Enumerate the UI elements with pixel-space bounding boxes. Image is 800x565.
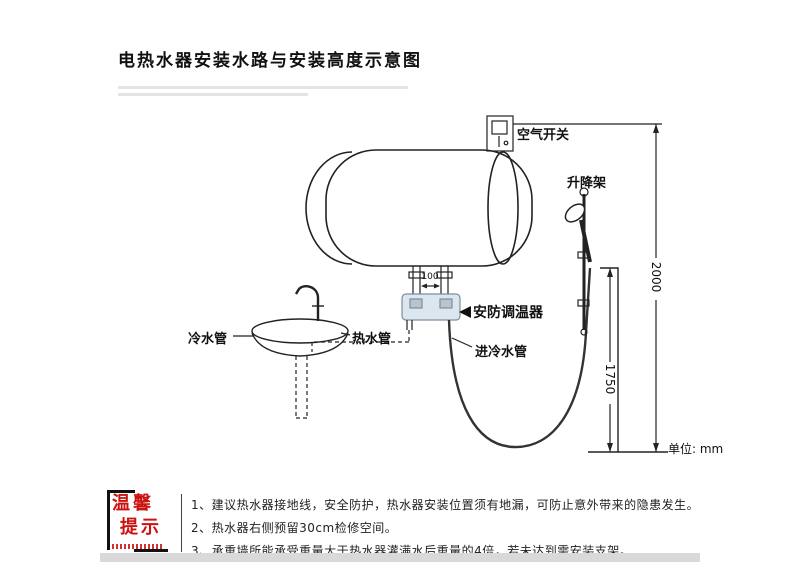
- washbasin: [251, 285, 349, 357]
- tips-badge-line1: 温馨: [112, 493, 154, 514]
- badge-frame-bottom: [134, 549, 168, 552]
- thermostat-valve: [401, 293, 461, 321]
- unit-label: 单位: mm: [668, 442, 724, 456]
- tips-badge: 温馨 提示: [112, 492, 174, 554]
- shower-slide-bar: [577, 187, 590, 336]
- shower-hose: [447, 267, 592, 449]
- air-switch-icon: [486, 115, 514, 152]
- thermostat-label: 安防调温器: [473, 305, 543, 321]
- footer-bar: [100, 553, 700, 562]
- wall-and-floor-lines: [588, 267, 668, 453]
- dimension-arrows-2000: [653, 124, 659, 452]
- tips-badge-caption: [112, 543, 164, 549]
- thermostat-pointer-arrow: [459, 306, 471, 318]
- watermark-line: [118, 93, 308, 96]
- water-heater-tank: [305, 149, 533, 267]
- cold-pipe-label: 冷水管: [188, 332, 228, 347]
- height-dim-1750-label: 1750: [603, 363, 617, 395]
- label-leader-lines: [233, 332, 473, 348]
- basin-drain-dashed: [295, 356, 308, 419]
- lift-bracket-label: 升降架: [567, 176, 607, 191]
- dimension-arrows-1750: [607, 268, 613, 452]
- tip-item-2: 2、热水器右侧预留30cm检修空间。: [191, 521, 398, 535]
- inlet-cold-pipe-label: 进冷水管: [475, 345, 528, 360]
- pipe-spacing-dim-label: 100: [421, 272, 439, 282]
- hot-water-pipe-dashed: [311, 320, 413, 352]
- pipe-spacing-arrows: [421, 283, 440, 289]
- watermark-line: [118, 86, 408, 89]
- hand-shower: [564, 203, 592, 263]
- tip-item-1: 1、建议热水器接地线，安全防护，热水器安装位置须有地漏，可防止意外带来的隐患发生…: [191, 498, 700, 512]
- tips-badge-line2: 提示: [120, 517, 162, 539]
- tips-divider: [181, 494, 182, 552]
- page-title: 电热水器安装水路与安装高度示意图: [118, 51, 422, 71]
- air-switch-label: 空气开关: [517, 128, 570, 143]
- height-dim-2000-label: 2000: [649, 261, 663, 293]
- badge-frame-left: [107, 490, 110, 550]
- badge-frame-top: [107, 490, 135, 493]
- hot-pipe-label: 热水管: [352, 332, 392, 347]
